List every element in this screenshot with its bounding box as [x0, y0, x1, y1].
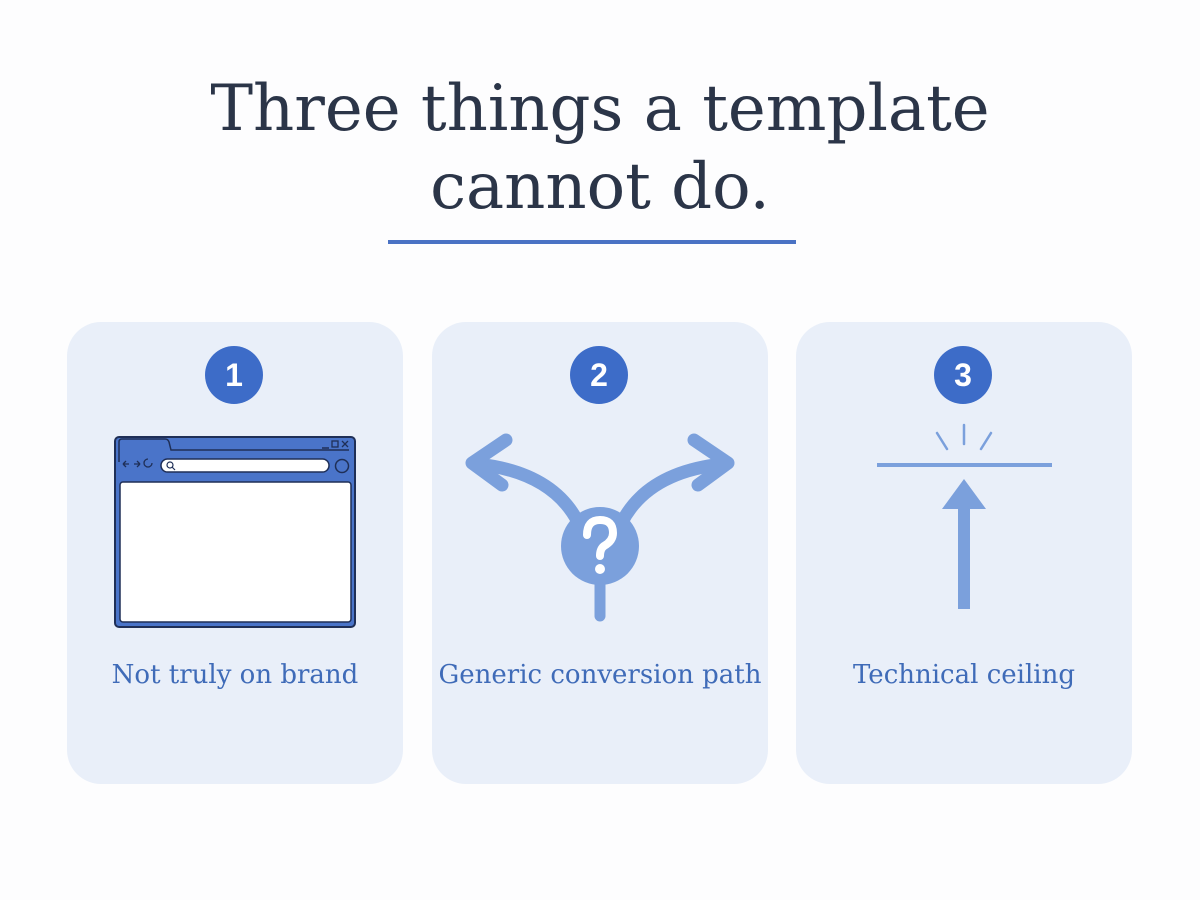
- number-badge: 1: [205, 346, 263, 404]
- card-technical-ceiling: 3 Technical ceiling: [796, 322, 1132, 784]
- card-not-on-brand: 1 Not truly on brand: [67, 322, 403, 784]
- browser-window-icon: [114, 436, 356, 628]
- card-label: Not truly on brand: [111, 660, 359, 690]
- arrow-hitting-ceiling-icon: [877, 423, 1052, 609]
- card-label: Generic conversion path: [438, 660, 762, 690]
- card-label: Technical ceiling: [852, 660, 1075, 690]
- forked-path-question-icon: [465, 433, 735, 622]
- title-line-2: cannot do.: [430, 150, 770, 224]
- title-line-1: Three things a template: [210, 72, 990, 146]
- card-conversion-path: 2 Generic conversion path: [432, 322, 768, 784]
- title-underline: [388, 240, 796, 244]
- page-title: Three things a template cannot do.: [0, 70, 1200, 226]
- number-badge: 3: [934, 346, 992, 404]
- number-badge: 2: [570, 346, 628, 404]
